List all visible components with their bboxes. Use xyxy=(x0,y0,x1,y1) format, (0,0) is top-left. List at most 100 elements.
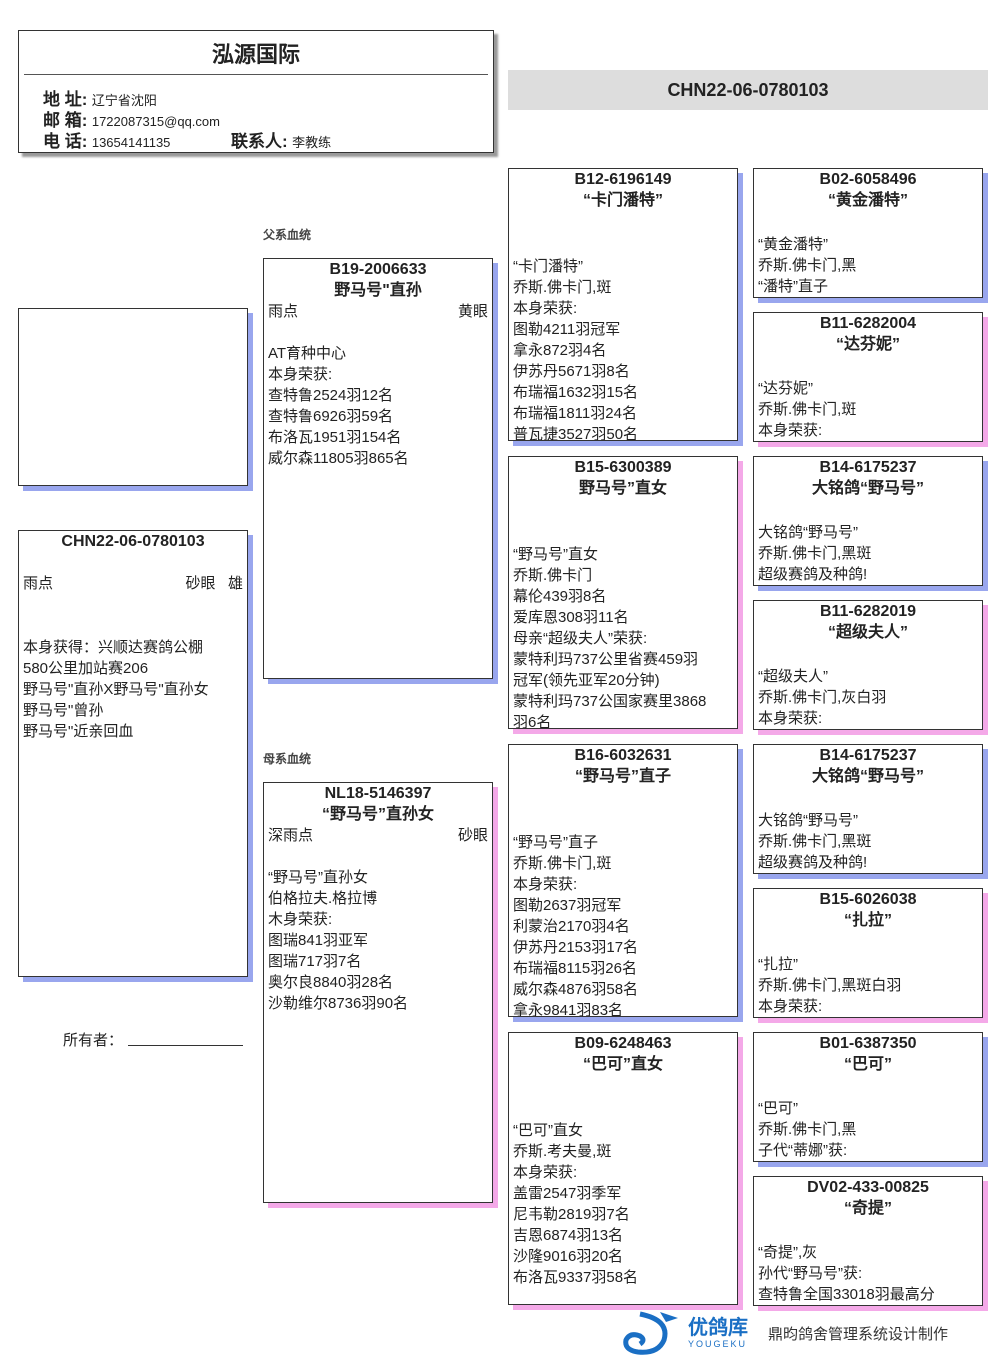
pigeon-name: “扎拉” xyxy=(843,912,892,929)
ring-number: B14-6175237 xyxy=(819,459,917,476)
ring-number: B16-6032631 xyxy=(574,747,672,764)
note-line: 冠军(领先亚军20分钟) xyxy=(513,672,660,689)
logo-swirl-icon xyxy=(623,1311,678,1355)
note-line: 木身荣获: xyxy=(268,911,333,928)
dam-traits: 深雨点砂眼 xyxy=(264,825,492,846)
note-line xyxy=(264,846,492,867)
note-line: “达芬妮” xyxy=(758,380,813,397)
note-line: 布瑞福1811羽24名 xyxy=(513,405,637,422)
note-line: 查特鲁2524羽12名 xyxy=(268,387,394,404)
note-line: 本身荣获: xyxy=(268,366,333,383)
note-line: 普瓦捷3527羽50名 xyxy=(513,426,639,441)
dam-line-label: 母系血统 xyxy=(263,752,312,766)
great-grandparent-card: B14-6175237 大铭鸽“野马号”大铭鸽“野马号”乔斯.佛卡门,黑斑超级赛鸽… xyxy=(753,456,983,586)
note-line: 图瑞717羽7名 xyxy=(268,953,362,970)
contact-label: 联系人: xyxy=(231,132,288,151)
pigeon-notes: “黄金潘特”乔斯.佛卡门,黑“潘特”直子 xyxy=(754,234,982,297)
footer: 优鸽库 YOUGEKU 鼎昀鸽舍管理系统设计制作 xyxy=(620,1310,948,1356)
pigeon-name: “野马号”直子 xyxy=(574,768,671,785)
note-line xyxy=(264,322,492,343)
note-line: 本身获得：兴顺达赛鸽公棚 xyxy=(23,639,204,656)
note-line: 乔斯.佛卡门,黑斑白羽 xyxy=(758,977,902,994)
pigeon-name: “超级夫人” xyxy=(827,624,908,641)
note-line: 本身荣获: xyxy=(513,876,578,893)
note-line: 超级赛鸽及种鸽! xyxy=(758,566,868,583)
pigeon-name: “达芬妮” xyxy=(835,336,900,353)
note-line: 图勒4211羽冠军 xyxy=(513,321,621,338)
note-line: 野马号"近亲回血 xyxy=(23,723,134,740)
note-line: 图勒2637羽冠军 xyxy=(513,897,622,914)
note-line: 布洛瓦9337羽58名 xyxy=(513,1269,639,1286)
note-line: “野马号”直子 xyxy=(513,834,598,851)
loft-header: 泓源国际 地 址: 辽宁省沈阳 邮 箱: 1722087315@qq.com 电… xyxy=(18,30,494,153)
dam-name: “野马号”直孙女 xyxy=(321,806,434,823)
note-line: “野马号”直女 xyxy=(513,546,598,563)
ring-number: B15-6026038 xyxy=(819,891,917,908)
pigeon-name: “卡门潘特” xyxy=(582,192,663,209)
note-line: 本身荣获: xyxy=(513,300,578,317)
dam-ring: NL18-5146397 xyxy=(324,785,432,802)
note-line: 野马号"曾孙 xyxy=(23,702,104,719)
note-line: 子代“蒂娜”获: xyxy=(758,1142,848,1159)
ring-banner: CHN22-06-0780103 xyxy=(508,70,988,110)
pigeon-notes: 大铭鸽“野马号”乔斯.佛卡门,黑斑超级赛鸽及种鸽! xyxy=(754,522,982,585)
note-line: 本身荣获: xyxy=(513,1164,578,1181)
address-value: 辽宁省沈阳 xyxy=(91,93,157,108)
note-line: 威尔森4876羽58名 xyxy=(513,981,639,998)
ring-number: B01-6387350 xyxy=(819,1035,917,1052)
bird-color: 雨点 xyxy=(23,575,54,592)
note-line: 母亲“超级夫人”荣获: xyxy=(513,630,648,647)
note-line: 孙代“野马号”获: xyxy=(758,1265,863,1282)
great-grandparent-card: B01-6387350“巴可”“巴可”乔斯.佛卡门,黑子代“蒂娜”获: xyxy=(753,1032,983,1162)
note-line: AT育种中心 xyxy=(268,345,347,362)
sire-ring: B19-2006633 xyxy=(329,261,427,278)
note-line: 沙隆9016羽20名 xyxy=(513,1248,624,1265)
ring-number: B15-6300389 xyxy=(574,459,672,476)
bird-ring: CHN22-06-0780103 xyxy=(61,533,205,550)
note-line: “野马号”直孙女 xyxy=(268,869,368,886)
ring-number: B11-6282019 xyxy=(819,603,917,620)
pigeon-notes: “奇提”,灰孙代“野马号”获:查特鲁全国33018羽最高分 xyxy=(754,1242,982,1305)
note-line: 伊苏丹5671羽8名 xyxy=(513,363,630,380)
credit-text: 鼎昀鸽舍管理系统设计制作 xyxy=(768,1325,949,1343)
pigeon-notes: “野马号”直女乔斯.佛卡门幕伦439羽8名爱库恩308羽11名母亲“超级夫人”荣… xyxy=(509,544,737,729)
note-line: 乔斯.佛卡门,斑 xyxy=(758,401,857,418)
owner-line[interactable] xyxy=(128,1045,243,1046)
note-line: 本身荣获: xyxy=(758,998,823,1015)
note-line: 大铭鸽“野马号” xyxy=(758,812,858,829)
great-grandparent-card: B11-6282019“超级夫人”“超级夫人”乔斯.佛卡门,灰白羽本身荣获: xyxy=(753,600,983,730)
ring-number: B14-6175237 xyxy=(819,747,917,764)
pigeon-notes: “卡门潘特”乔斯.佛卡门,斑本身荣获:图勒4211羽冠军拿永872羽4名伊苏丹5… xyxy=(509,256,737,441)
logo-text: 优鸽库 xyxy=(688,1317,748,1339)
note-line: 乔斯.佛卡门,黑 xyxy=(758,1121,857,1138)
phone-value: 13654141135 xyxy=(91,135,171,150)
note-line: 奥尔良8840羽28名 xyxy=(268,974,394,991)
note-line: 幕伦439羽8名 xyxy=(513,588,607,605)
note-line: 乔斯.考夫曼,斑 xyxy=(513,1143,612,1160)
note-line: 尼韦勒2819羽7名 xyxy=(513,1206,630,1223)
bird-sex: 雄 xyxy=(227,575,243,592)
sire-traits: 雨点黄眼 xyxy=(264,301,492,322)
note-line: 图瑞841羽亚军 xyxy=(268,932,369,949)
pigeon-notes: “达芬妮”乔斯.佛卡门,斑本身荣获: xyxy=(754,378,982,441)
grandparent-card: B09-6248463“巴可”直女“巴可”直女乔斯.考夫曼,斑本身荣获:盖雷25… xyxy=(508,1032,738,1305)
pigeon-notes: 大铭鸽“野马号”乔斯.佛卡门,黑斑超级赛鸽及种鸽! xyxy=(754,810,982,873)
note-line: 大铭鸽“野马号” xyxy=(758,524,858,541)
email-label: 邮 箱: xyxy=(43,111,88,130)
pigeon-name: “巴可”直女 xyxy=(582,1056,663,1073)
note-line: 乔斯.佛卡门,灰白羽 xyxy=(758,689,887,706)
pigeon-notes: “巴可”乔斯.佛卡门,黑子代“蒂娜”获: xyxy=(754,1098,982,1161)
note-line: “巴可”直女 xyxy=(513,1122,583,1139)
grandparent-card: B16-6032631“野马号”直子“野马号”直子乔斯.佛卡门,斑本身荣获:图勒… xyxy=(508,744,738,1017)
sire-color: 雨点 xyxy=(268,303,299,320)
note-line: 580公里加站赛206 xyxy=(23,660,149,677)
address-label: 地 址: xyxy=(43,90,88,109)
contact-value: 李教练 xyxy=(292,135,332,150)
note-line: 乔斯.佛卡门,黑斑 xyxy=(758,833,872,850)
note-line: 羽6名 xyxy=(513,714,552,729)
note-line: 布洛瓦1951羽154名 xyxy=(268,429,402,446)
note-line: 利蒙治2170羽4名 xyxy=(513,918,630,935)
